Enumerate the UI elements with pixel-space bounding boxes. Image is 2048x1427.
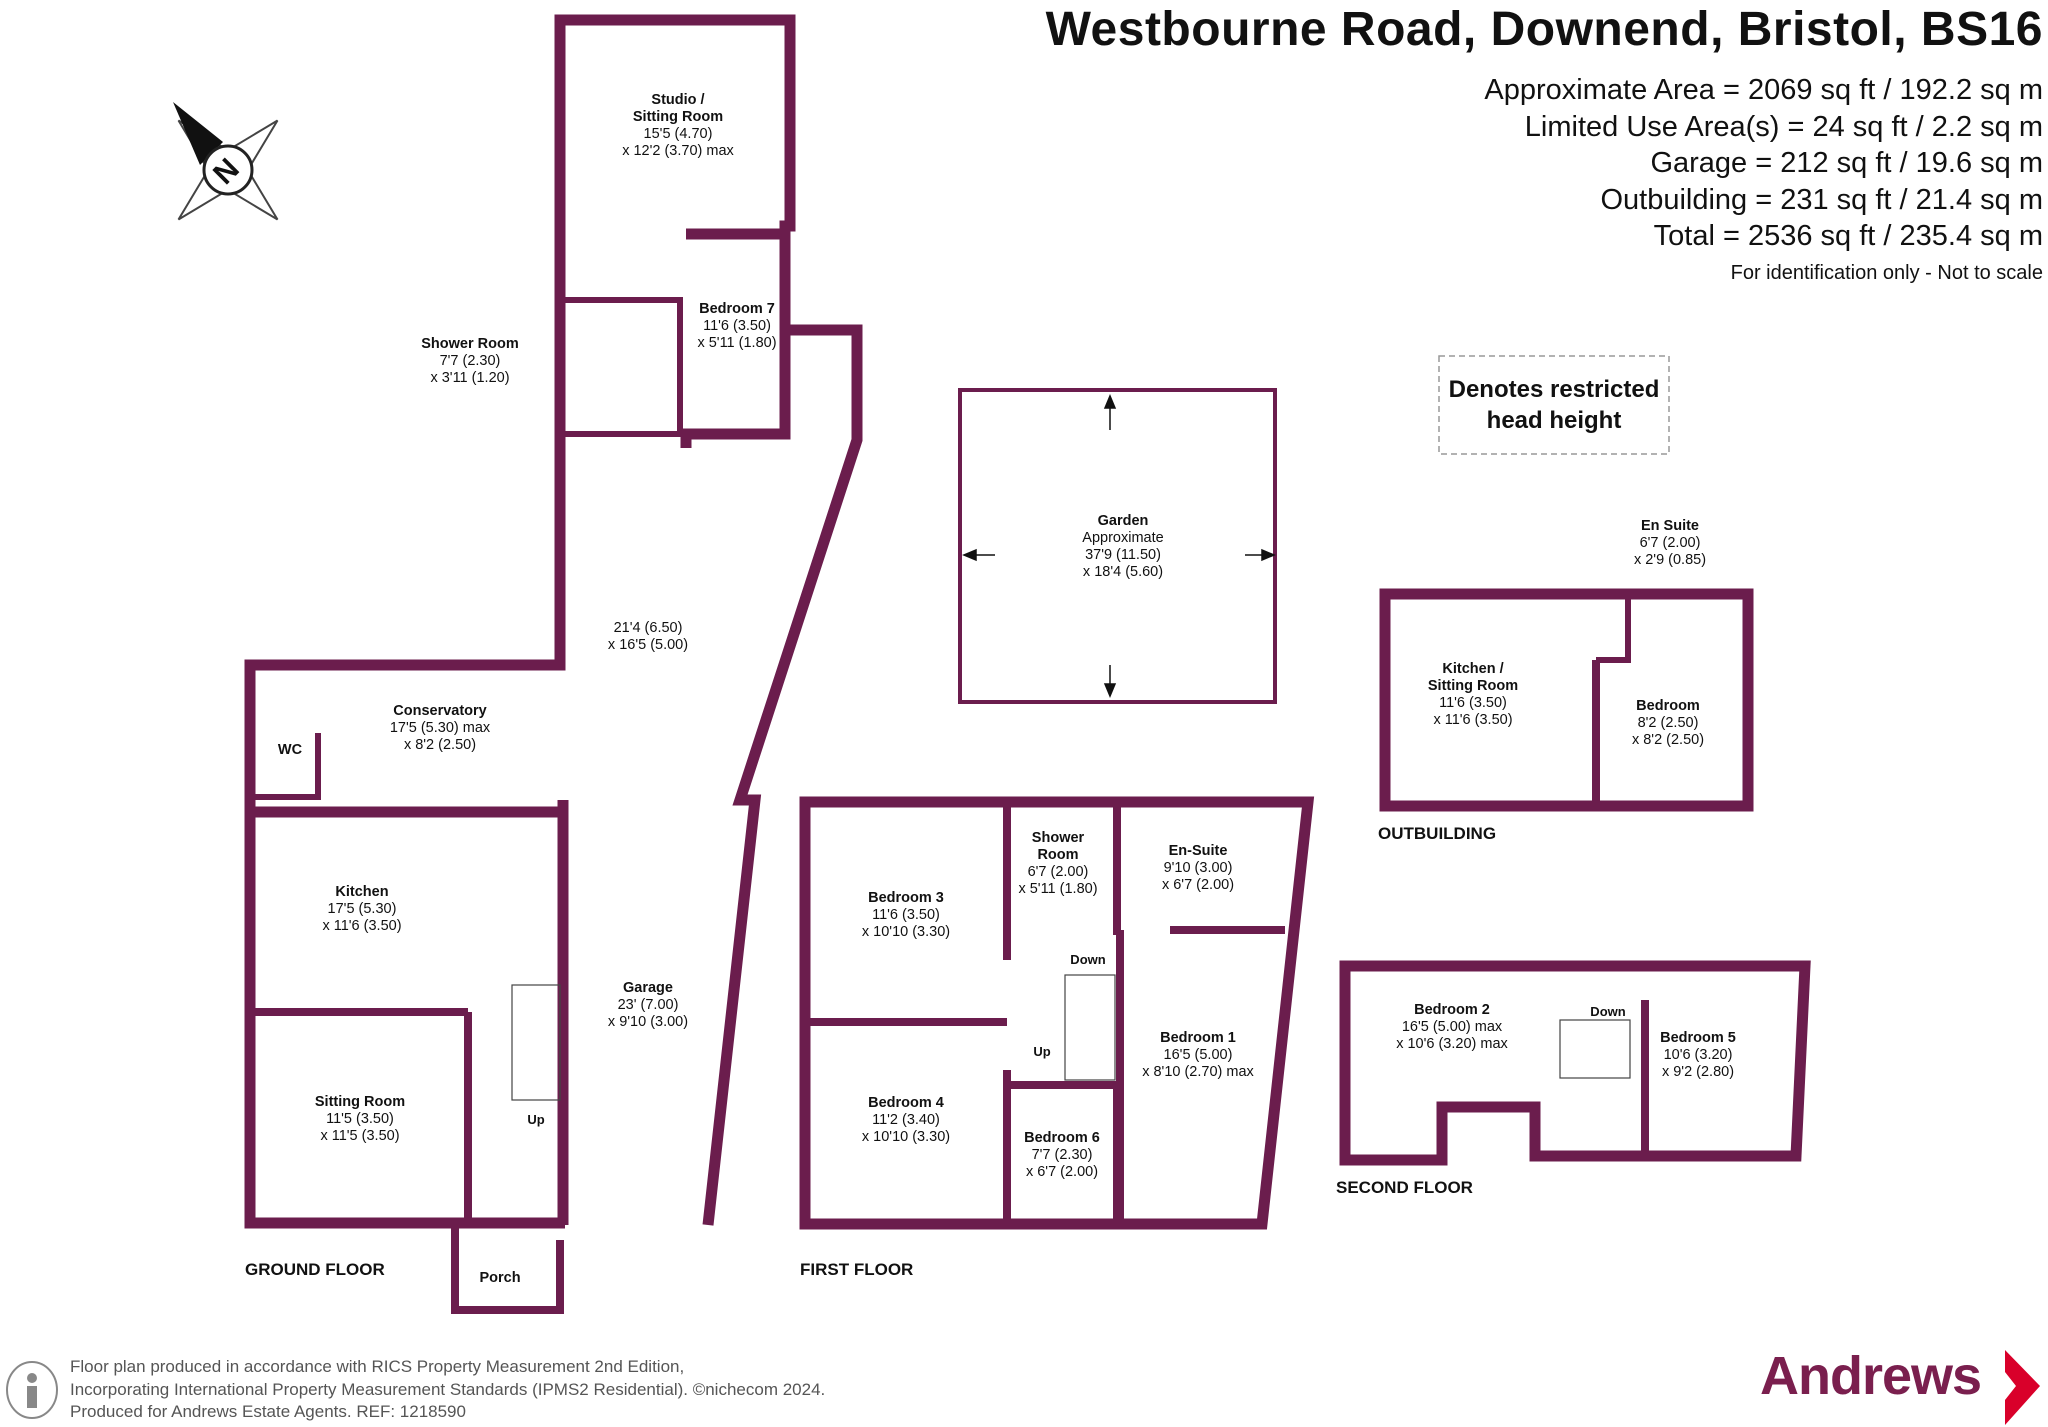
stairs-down-sf: Down	[1590, 1004, 1626, 1019]
room-bedroom7: Bedroom 7 11'6 (3.50)x 5'11 (1.80)	[697, 301, 777, 351]
gf-outer-walls	[244, 448, 566, 1229]
area-summary: Approximate Area = 2069 sq ft / 192.2 sq…	[1484, 72, 2043, 255]
room-bedroom3: Bedroom 3 11'6 (3.50)x 10'10 (3.30)	[861, 890, 951, 940]
wc-walls	[250, 733, 321, 800]
stairs-up-gf: Up	[527, 1112, 545, 1127]
room-ensuite-outbuilding: En Suite 6'7 (2.00)x 2'9 (0.85)	[1633, 518, 1707, 568]
restricted-legend-box	[1438, 355, 1670, 455]
footer-credits: Floor plan produced in accordance with R…	[70, 1356, 825, 1424]
area-line: Outbuilding = 231 sq ft / 21.4 sq m	[1600, 183, 2043, 216]
gf-stairs	[511, 984, 561, 1101]
area-line: Total = 2536 sq ft / 235.4 sq m	[1653, 220, 2043, 252]
restricted-height-legend: Denotes restricted head height	[1439, 356, 1669, 454]
room-shower-gf: Shower Room 7'7 (2.30)x 3'11 (1.20)	[421, 336, 519, 386]
room-garden: Garden Approximate 37'9 (11.50)x 18'4 (5…	[1082, 513, 1164, 580]
shower-gf-walls	[560, 297, 683, 437]
room-bedroom6: Bedroom 6 7'7 (2.30)x 6'7 (2.00)	[1024, 1130, 1100, 1180]
stairs-up-ff: Up	[1033, 1044, 1051, 1059]
room-outdoor-area: 21'4 (6.50)x 16'5 (5.00)	[607, 620, 689, 653]
area-line: Limited Use Area(s) = 24 sq ft / 2.2 sq …	[1524, 110, 2043, 143]
accessibility-person-icon	[6, 1361, 58, 1419]
room-bedroom1: Bedroom 1 16'5 (5.00)x 8'10 (2.70) max	[1142, 1030, 1254, 1080]
room-ensuite-ff: En-Suite 9'10 (3.00)x 6'7 (2.00)	[1161, 843, 1235, 893]
sf-outer-walls	[1339, 960, 1811, 1166]
sf-stairs	[1559, 1019, 1631, 1079]
room-sitting: Sitting Room 11'5 (3.50)x 11'5 (3.50)	[314, 1094, 406, 1144]
room-garage: Garage 23' (7.00)x 9'10 (3.00)	[607, 980, 689, 1030]
legend-line: head height	[1486, 407, 1622, 434]
property-title: Westbourne Road, Downend, Bristol, BS16	[1045, 3, 2043, 56]
area-line: Garage = 212 sq ft / 19.6 sq m	[1650, 147, 2043, 179]
floor-label-second: SECOND FLOOR	[1336, 1178, 1473, 1197]
compass-rose	[173, 102, 279, 221]
footer-line: Floor plan produced in accordance with R…	[70, 1357, 685, 1376]
legend-line: Denotes restricted	[1448, 376, 1660, 403]
ff-outer-walls	[799, 796, 1315, 1230]
porch-walls	[451, 1223, 564, 1314]
ff-stairs	[1064, 974, 1116, 1081]
disclaimer-note: For identification only - Not to scale	[1730, 262, 2043, 284]
garden-outline	[958, 388, 1277, 704]
room-kitchen-outbuilding: Kitchen /Sitting Room 11'6 (3.50)x 11'6 …	[1427, 661, 1519, 728]
stairs-down-ff: Down	[1070, 952, 1106, 967]
footer-line: Incorporating International Property Mea…	[70, 1379, 826, 1399]
room-wc: WC	[277, 742, 303, 758]
footer-line: Produced for Andrews Estate Agents. REF:…	[70, 1402, 466, 1421]
floor-label-ground: GROUND FLOOR	[245, 1260, 385, 1279]
room-bedroom-outbuilding: Bedroom 8'2 (2.50)x 8'2 (2.50)	[1631, 698, 1705, 748]
room-kitchen: Kitchen 17'5 (5.30)x 11'6 (3.50)	[322, 884, 402, 934]
room-bedroom5: Bedroom 5 10'6 (3.20)x 9'2 (2.80)	[1660, 1030, 1736, 1080]
room-bedroom4: Bedroom 4 11'2 (3.40)x 10'10 (3.30)	[861, 1095, 951, 1145]
brand-logo: Andrews	[1760, 1346, 1982, 1406]
outbuilding-ensuite	[1596, 594, 1631, 663]
garden-boundary-wall	[702, 324, 863, 1226]
room-studio: Studio /Sitting Room 15'5 (4.70)x 12'2 (…	[622, 92, 734, 159]
studio-walls	[554, 14, 796, 448]
room-porch: Porch	[479, 1270, 521, 1286]
brand-arrow-icon	[2005, 1350, 2040, 1425]
floor-label-outbuilding: OUTBUILDING	[1378, 824, 1497, 843]
area-line: Approximate Area = 2069 sq ft / 192.2 sq…	[1484, 74, 2043, 106]
floor-label-first: FIRST FLOOR	[800, 1260, 914, 1279]
